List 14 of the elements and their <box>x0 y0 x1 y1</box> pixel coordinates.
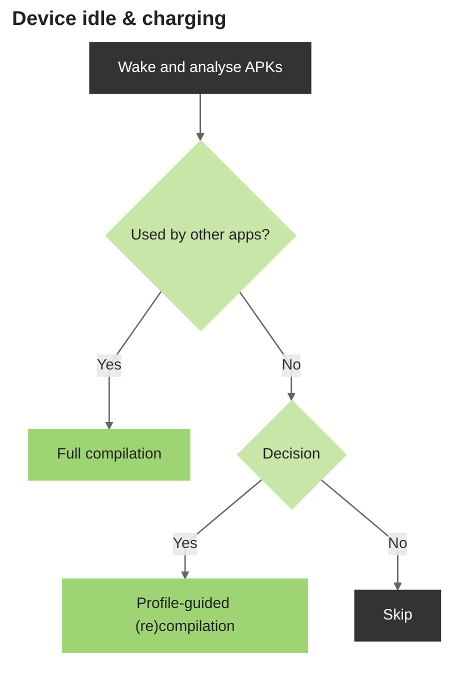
edge-label: Yes <box>173 536 198 552</box>
arrow <box>239 291 296 401</box>
node-box: Profile-guided (re)compilation <box>62 578 308 653</box>
edge-label: Yes <box>97 357 122 374</box>
node-diamond: Used by other apps? <box>105 140 297 332</box>
node-diamond: Decision <box>237 400 348 510</box>
node-box: Skip <box>354 590 442 642</box>
arrow <box>320 479 402 591</box>
edge-label: No <box>388 536 408 552</box>
node-box: Wake and analyse APKs <box>90 42 312 94</box>
arrow <box>196 93 205 141</box>
diagram-title: Device idle & charging <box>12 8 227 31</box>
node-box: Full compilation <box>28 428 191 481</box>
edge-label: No <box>282 357 302 374</box>
